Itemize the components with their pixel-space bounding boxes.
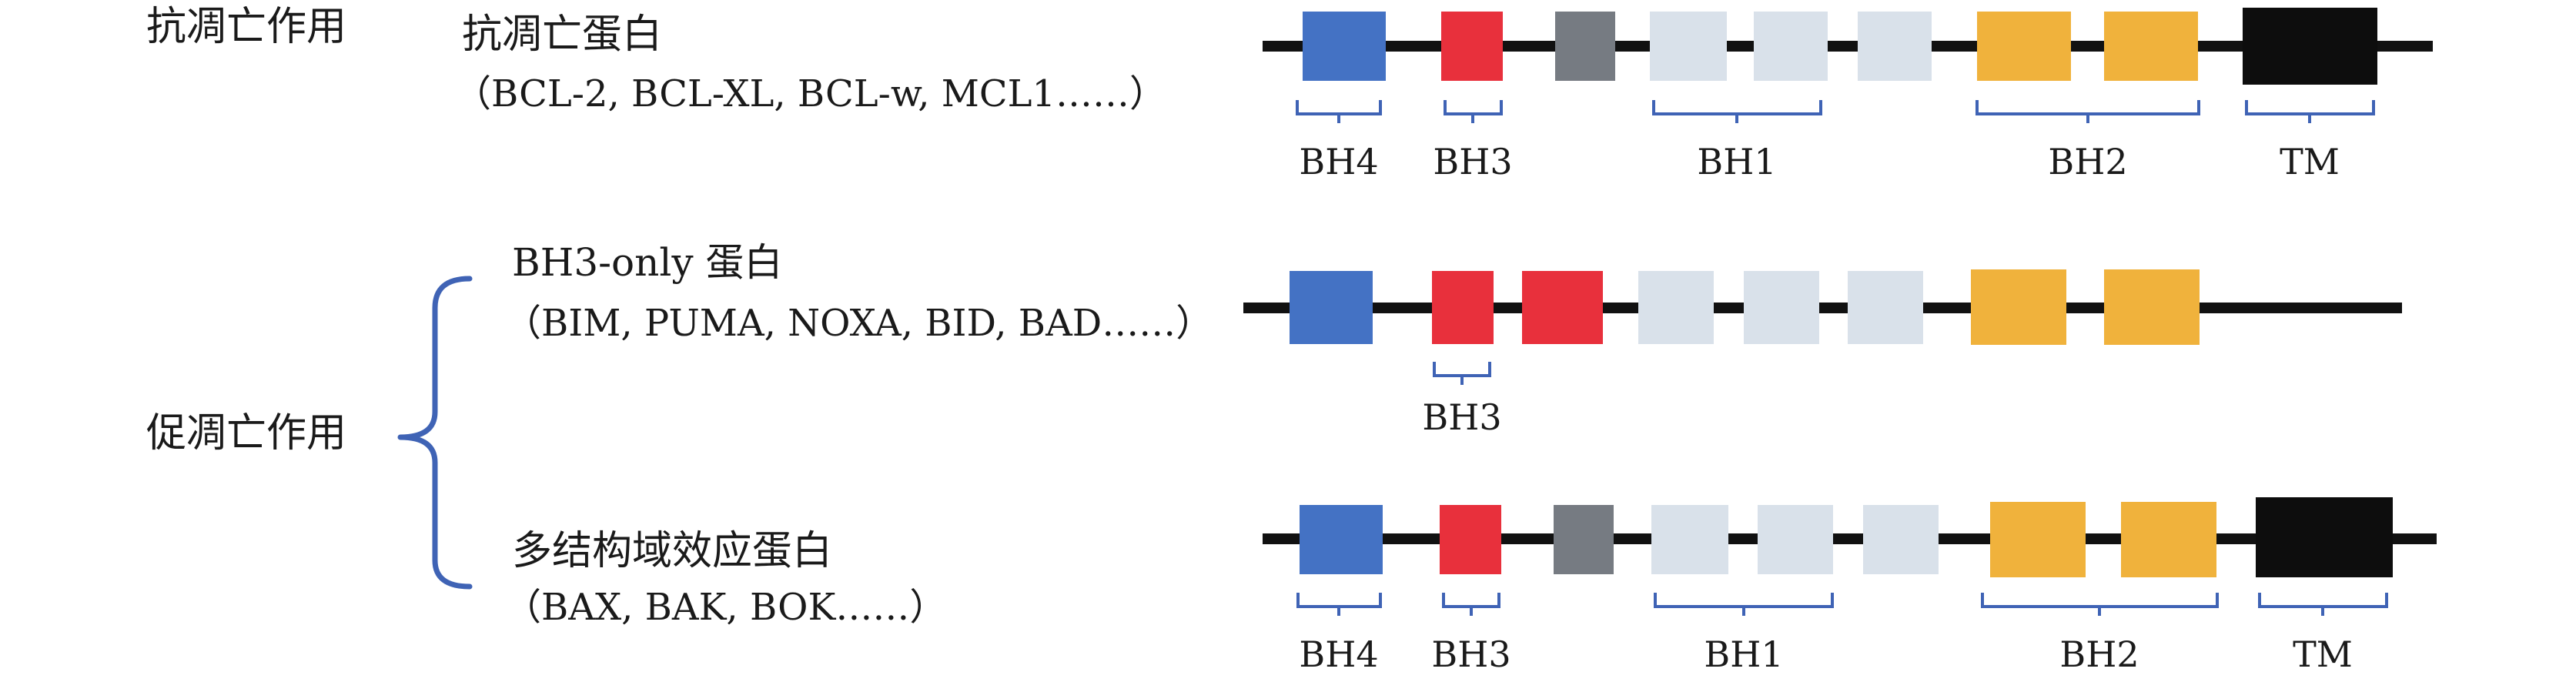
tm-domain-block	[2256, 497, 2393, 577]
bh3-label: BH3	[1433, 141, 1512, 182]
bh2-domain-block	[2104, 269, 2200, 345]
bh3-label: BH3	[1422, 396, 1501, 438]
tm-domain-block	[2243, 8, 2377, 85]
bh3-bracket	[1444, 100, 1503, 123]
anti-apoptotic-members: （BCL-2, BCL-XL, BCL-w, MCL1……）	[454, 72, 1166, 115]
bh2-domain-block	[2121, 502, 2216, 577]
bh1-domain-block	[1754, 12, 1828, 81]
bh3-bracket	[1433, 362, 1491, 385]
pro-apoptotic-category-label: 促凋亡作用	[146, 410, 346, 456]
bh3-label: BH3	[1431, 634, 1510, 675]
bh1-domain-block	[1650, 12, 1727, 81]
bh3-only-title: BH3-only 蛋白	[512, 240, 783, 285]
bh1-domain-block	[1638, 271, 1714, 344]
bh3-domain-block	[1432, 271, 1494, 344]
bh2-bracket	[1975, 100, 2200, 123]
tm-bracket	[2258, 593, 2388, 616]
bh4-label: BH4	[1299, 141, 1378, 182]
multi-domain-protein-track: BH4 BH3 BH1 BH2 TM	[1263, 497, 2437, 675]
bh1-domain-block	[1858, 12, 1932, 81]
tm-bracket	[2245, 100, 2375, 123]
bh1-bracket	[1654, 593, 1834, 616]
anti-apoptotic-protein-track: BH4 BH3 BH1 BH2 TM	[1263, 8, 2433, 182]
anti-apoptotic-category-label: 抗凋亡作用	[146, 4, 346, 50]
multi-domain-title: 多结构域效应蛋白	[512, 528, 832, 574]
pro-apoptotic-curly-brace	[397, 276, 473, 590]
bh3-bracket	[1442, 593, 1500, 616]
bh4-domain-block	[1303, 12, 1386, 81]
bh1-label: BH1	[1704, 634, 1783, 675]
bh3-only-members: （BIM, PUMA, NOXA, BID, BAD……）	[504, 302, 1213, 345]
tm-label: TM	[2293, 634, 2353, 675]
bh1-label: BH1	[1697, 141, 1776, 182]
bh2-domain-block	[2104, 12, 2198, 81]
linker-block	[1555, 12, 1615, 81]
tm-label: TM	[2280, 141, 2340, 182]
bh2-domain-block	[1990, 502, 2086, 577]
bh1-bracket	[1652, 100, 1822, 123]
bh4-domain-block	[1290, 271, 1373, 344]
bh1-domain-block	[1651, 505, 1728, 574]
bh1-domain-block	[1758, 505, 1833, 574]
bh2-bracket	[1981, 593, 2219, 616]
bh2-label: BH2	[2048, 141, 2127, 182]
bh1-domain-block	[1848, 271, 1923, 344]
bh3-domain-block	[1441, 12, 1503, 81]
bh4-domain-block	[1300, 505, 1383, 574]
bh1-domain-block	[1744, 271, 1819, 344]
linker-block	[1554, 505, 1614, 574]
bh4-label: BH4	[1299, 634, 1378, 675]
bh3-domain-block	[1522, 271, 1603, 344]
multi-domain-members: （BAX, BAK, BOK……）	[504, 586, 946, 629]
bh4-bracket	[1296, 593, 1382, 616]
bh2-domain-block	[1977, 12, 2071, 81]
bh3-only-protein-track: BH3	[1243, 269, 2402, 438]
anti-apoptotic-title: 抗凋亡蛋白	[462, 12, 662, 58]
bh2-label: BH2	[2059, 634, 2139, 675]
bh2-domain-block	[1971, 269, 2066, 345]
bh3-domain-block	[1440, 505, 1501, 574]
bh1-domain-block	[1863, 505, 1939, 574]
bh4-bracket	[1296, 100, 1382, 123]
